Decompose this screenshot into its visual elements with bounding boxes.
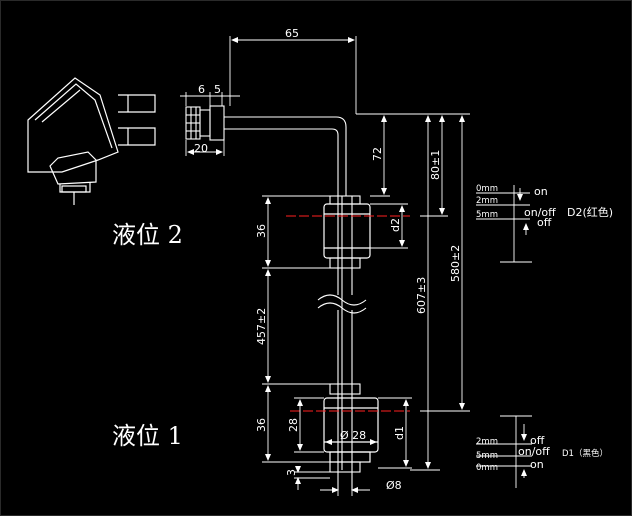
dim-36-top: 36 xyxy=(255,224,268,238)
d1-name: D1（黑色） xyxy=(562,448,608,459)
switch-d2-lines xyxy=(476,185,532,263)
dimension-lines xyxy=(180,36,470,496)
dim-6: 6 xyxy=(198,83,205,96)
d2-off: off xyxy=(537,216,552,229)
bent-tube xyxy=(224,116,347,470)
d1-pos-0: 0mm xyxy=(476,463,498,473)
d2-pos-2: 2mm xyxy=(476,196,498,206)
fitting xyxy=(185,105,225,141)
dim-3: 3 xyxy=(285,469,298,476)
dim-20: 20 xyxy=(194,142,208,155)
dim-607: 607±3 xyxy=(415,277,428,314)
dim-dia-28: Ø 28 xyxy=(340,429,366,442)
d2-pos-5: 5mm xyxy=(476,210,498,220)
d1-pos-5: 5mm xyxy=(476,451,498,461)
dim-d2: d2 xyxy=(389,218,402,232)
dim-28: 28 xyxy=(287,418,300,432)
dim-80: 80±1 xyxy=(429,150,442,180)
float-upper xyxy=(323,203,371,259)
level-1-label: 液位 1 xyxy=(112,422,183,450)
dim-36-bottom: 36 xyxy=(255,418,268,432)
d2-onoff: on/off xyxy=(524,206,556,219)
center-lines xyxy=(286,215,410,412)
d2-pos-0: 0mm xyxy=(476,184,498,194)
level-2-label: 液位 2 xyxy=(112,221,183,249)
dim-457: 457±2 xyxy=(255,308,268,345)
d1-on: on xyxy=(530,458,544,471)
dim-72: 72 xyxy=(371,147,384,161)
d1-off: off xyxy=(530,434,545,447)
d1-onoff: on/off xyxy=(518,445,550,458)
dim-dia-8: Ø8 xyxy=(386,479,402,492)
dim-5: 5 xyxy=(214,83,221,96)
d2-on: on xyxy=(534,185,548,198)
dim-65: 65 xyxy=(285,27,299,40)
switch-d1-lines xyxy=(476,415,532,488)
d2-name: D2(红色) xyxy=(567,205,613,219)
shaft xyxy=(317,195,367,490)
d1-pos-2: 2mm xyxy=(476,437,498,447)
junction-box xyxy=(27,77,156,205)
dim-d1: d1 xyxy=(393,426,406,440)
dim-580: 580±2 xyxy=(449,245,462,282)
